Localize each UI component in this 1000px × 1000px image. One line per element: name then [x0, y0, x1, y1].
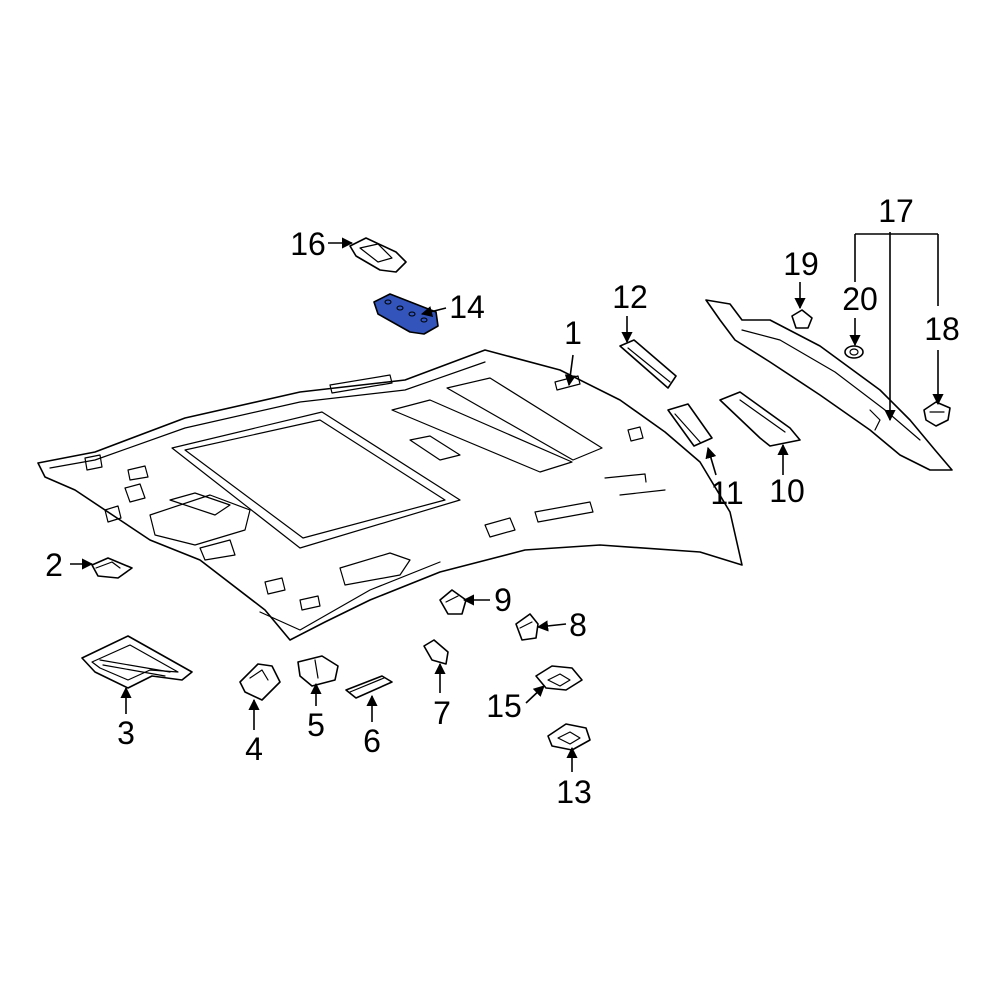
headliner-part-1[interactable] — [37, 349, 743, 641]
nut-part-20[interactable] — [844, 345, 864, 359]
callout-8: 8 — [569, 607, 587, 643]
callout-10: 10 — [769, 473, 805, 509]
callout-20: 20 — [842, 281, 878, 317]
clip-part-9[interactable] — [439, 589, 467, 615]
bracket-part-5[interactable] — [297, 655, 339, 687]
callout-2: 2 — [45, 547, 63, 583]
callout-19: 19 — [783, 246, 819, 282]
rear-rail-part-17[interactable] — [705, 299, 953, 471]
callout-13: 13 — [556, 774, 592, 810]
bracket-part-10[interactable] — [719, 391, 801, 447]
callout-18: 18 — [924, 311, 960, 347]
bracket-part-11[interactable] — [667, 403, 713, 447]
callout-15: 15 — [486, 688, 522, 724]
callout-labels: 1 2 3 4 5 6 7 8 9 10 11 12 13 14 15 16 1… — [45, 193, 960, 810]
callout-4: 4 — [245, 731, 263, 767]
bracket-part-4[interactable] — [239, 663, 281, 701]
callout-6: 6 — [363, 723, 381, 759]
callout-17: 17 — [878, 193, 914, 229]
callout-9: 9 — [494, 582, 512, 618]
grommet-part-15[interactable] — [535, 665, 583, 691]
clip-part-19[interactable] — [791, 309, 813, 329]
callout-14: 14 — [449, 289, 485, 325]
cover-part-16[interactable] — [349, 237, 407, 273]
leader-lines — [70, 232, 944, 772]
callout-16: 16 — [290, 226, 326, 262]
clip-part-8[interactable] — [515, 613, 539, 641]
callout-5: 5 — [307, 707, 325, 743]
callout-3: 3 — [117, 715, 135, 751]
callout-7: 7 — [433, 695, 451, 731]
grommet-part-13[interactable] — [547, 723, 591, 751]
callout-12: 12 — [612, 279, 648, 315]
clip-part-2[interactable] — [91, 557, 133, 579]
clip-part-6[interactable] — [345, 675, 393, 699]
clip-part-7[interactable] — [423, 639, 449, 665]
trim-strip-part-12[interactable] — [619, 339, 677, 389]
highlighted-part-14[interactable] — [373, 293, 439, 335]
callout-11: 11 — [710, 475, 743, 511]
clip-part-18[interactable] — [923, 401, 951, 427]
callout-1: 1 — [564, 315, 582, 351]
sun-visor-part-3[interactable] — [81, 635, 193, 689]
